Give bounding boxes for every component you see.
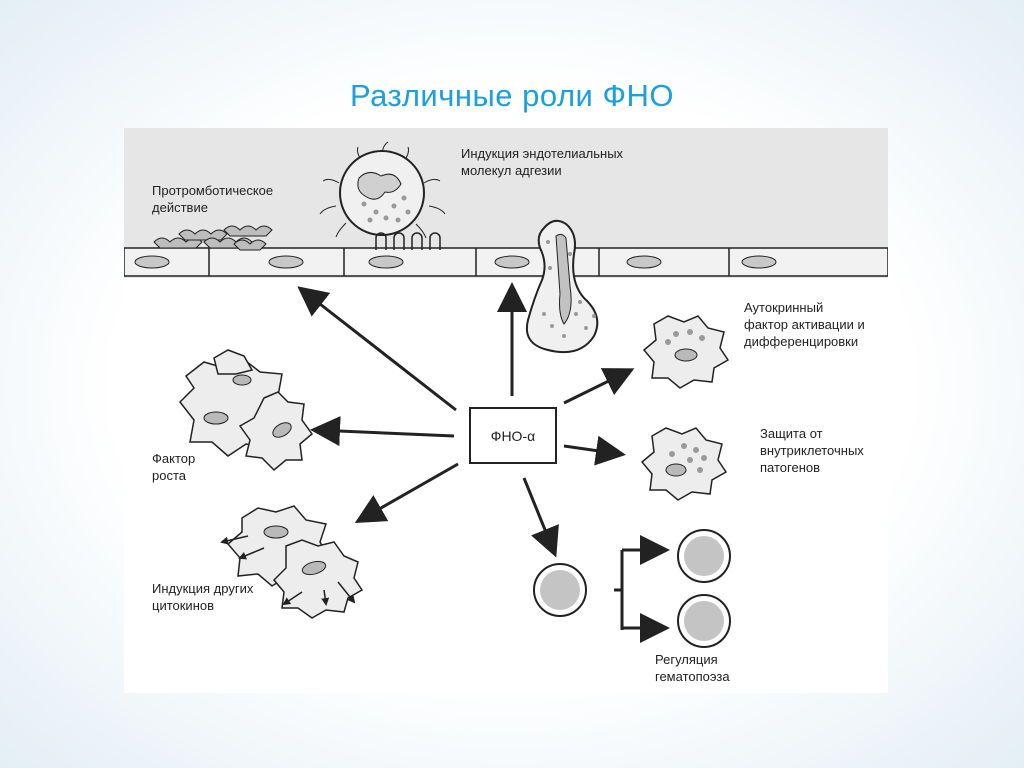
- label-hematopoiesis: Регуляция гематопоэза: [655, 652, 730, 684]
- label-growth-factor: Фактор роста: [152, 451, 196, 483]
- arrows-from-center: [297, 282, 635, 558]
- pathogen-defense-macrophage: [640, 427, 728, 501]
- tnf-alpha-box: ФНО-α: [469, 407, 557, 464]
- autocrine-macrophage: [642, 315, 730, 389]
- label-autocrine: Аутокринный фактор активации и дифференц…: [744, 300, 865, 349]
- label-pathogen-protection: Защита от внутриклеточных патогенов: [760, 426, 864, 475]
- label-cytokine-induction: Индукция других цитокинов: [152, 581, 254, 613]
- cytokine-inducing-cells: [220, 505, 364, 619]
- endothelium-layer: [124, 247, 888, 277]
- tnf-roles-diagram: ФНО-α Протромботическое действие Индукци…: [124, 128, 888, 693]
- leukocyte-in-lumen: [319, 141, 446, 250]
- label-prothrombotic: Протромботическое действие: [152, 183, 274, 215]
- slide-title: Различные роли ФНО: [349, 78, 675, 113]
- platelet-aggregate: [153, 225, 273, 251]
- hematopoiesis-cells: [533, 529, 731, 648]
- diagram-drawing: [124, 128, 888, 648]
- transmigrating-leukocyte: [526, 219, 599, 354]
- label-adhesion-molecules: Индукция эндотелиальных молекул адгезии: [461, 146, 624, 178]
- growth-factor-cells: [179, 349, 314, 472]
